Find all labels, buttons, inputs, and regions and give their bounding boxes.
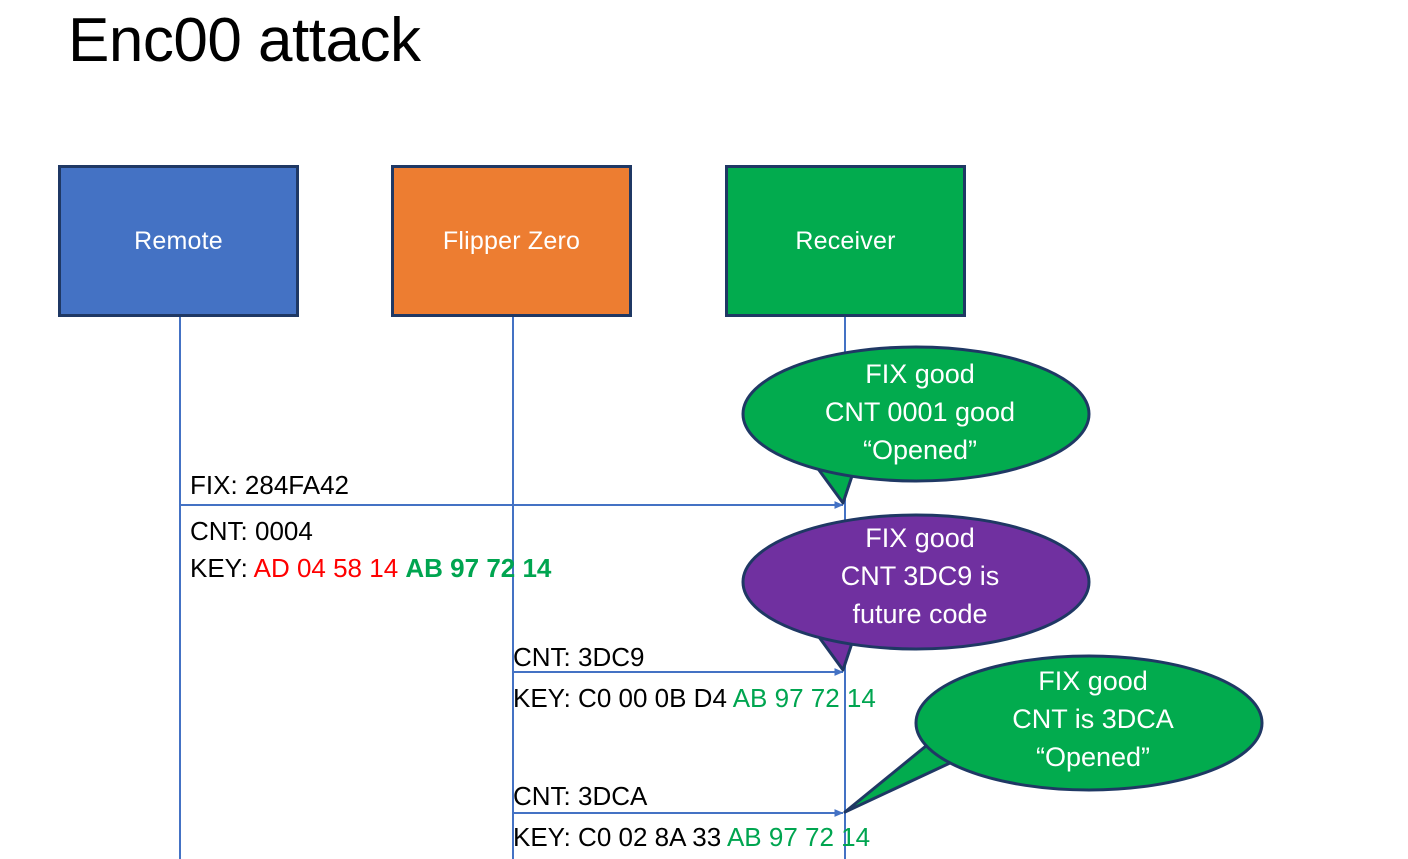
callout-2-line-3: future code <box>852 599 988 629</box>
callout-2-text: FIX good CNT 3DC9 is future code <box>775 519 1065 633</box>
callout-3-text: FIX good CNT is 3DCA “Opened” <box>948 662 1238 776</box>
callout-3-line-2: CNT is 3DCA <box>1012 704 1174 734</box>
message-1-cnt-label: CNT: 0004 <box>190 516 313 546</box>
message-1-key-green-bytes: AB 97 72 14 <box>405 553 552 583</box>
message-3-key-green-bytes: AB 97 72 14 <box>726 822 871 852</box>
message-3-key-prefix: KEY: C0 02 8A 33 <box>513 822 727 852</box>
callout-1-text: FIX good CNT 0001 good “Opened” <box>775 355 1065 469</box>
message-2-key-prefix: KEY: C0 00 0B D4 <box>513 683 733 713</box>
callout-bubble-3 <box>843 654 1264 814</box>
message-2-key-label: KEY: C0 00 0B D4 AB 97 72 14 <box>513 679 876 717</box>
callout-3-line-3: “Opened” <box>1035 742 1151 772</box>
callout-bubble-1 <box>741 345 1091 505</box>
message-2-cnt-label: CNT: 3DC9 <box>513 642 645 672</box>
message-1-key-red-bytes: AD 04 58 14 <box>253 553 399 583</box>
page-title: Enc00 attack <box>68 6 421 75</box>
callout-1-line-3: “Opened” <box>862 435 978 465</box>
message-3-cnt-label: CNT: 3DCA <box>513 781 648 811</box>
callout-bubble-2 <box>741 513 1091 672</box>
message-1-key-label: KEY: AD 04 58 14 AB 97 72 14 <box>190 549 551 587</box>
actor-label-remote: Remote <box>134 226 223 255</box>
message-1-fix-label: FIX: 284FA42 <box>190 470 349 500</box>
actor-box-receiver[interactable]: Receiver <box>725 165 966 317</box>
callout-3-line-1: FIX good <box>1038 666 1148 696</box>
actor-label-receiver: Receiver <box>795 226 896 255</box>
callout-1-line-1: FIX good <box>865 359 975 389</box>
message-1-key-prefix: KEY: <box>190 553 254 583</box>
actor-box-remote[interactable]: Remote <box>58 165 299 317</box>
message-3-key-label: KEY: C0 02 8A 33 AB 97 72 14 <box>513 818 870 856</box>
message-2-key-green-bytes: AB 97 72 14 <box>732 683 876 713</box>
callout-1-line-2: CNT 0001 good <box>824 397 1016 427</box>
actor-label-flipper: Flipper Zero <box>442 226 581 255</box>
callout-2-line-2: CNT 3DC9 is <box>840 561 1000 591</box>
callout-2-line-1: FIX good <box>865 523 975 553</box>
actor-box-flipper[interactable]: Flipper Zero <box>391 165 632 317</box>
